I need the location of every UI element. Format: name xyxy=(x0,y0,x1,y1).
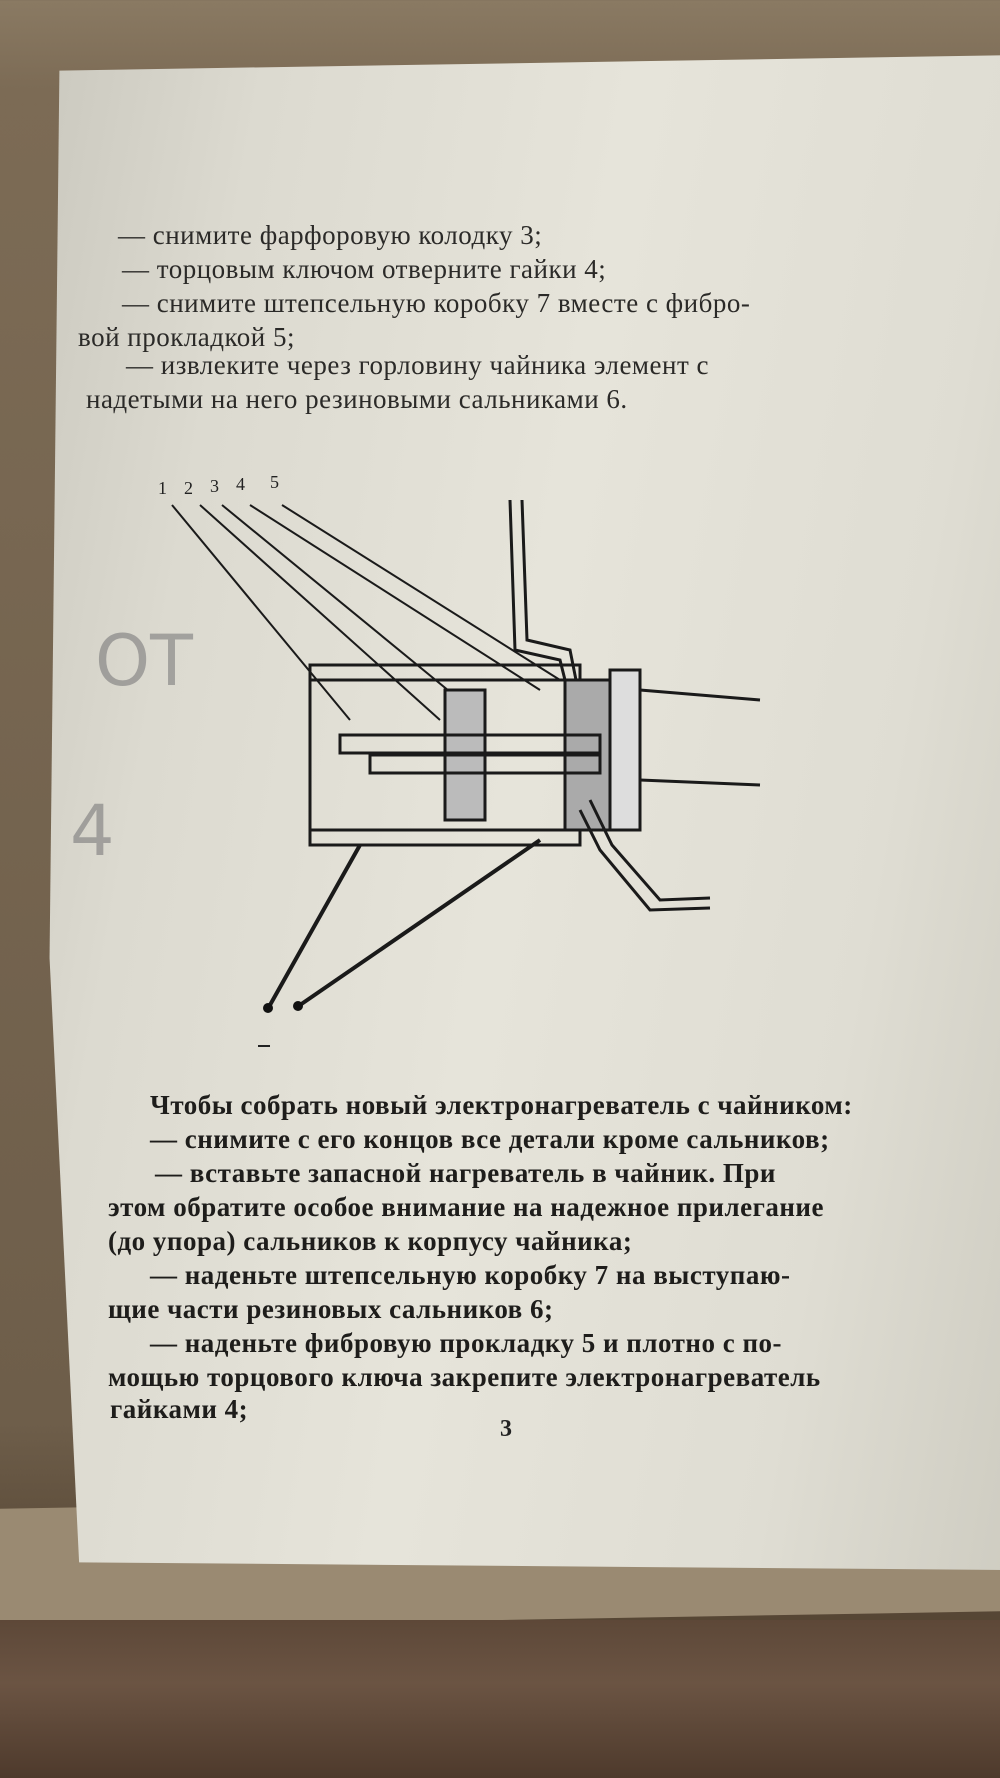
step-line: гайками 4; xyxy=(110,1394,249,1424)
step-line: мощью торцового ключа закрепите электрон… xyxy=(108,1362,821,1392)
handwritten-mark: 4 xyxy=(70,790,115,872)
heater-diagram: 1 2 3 4 5 xyxy=(158,472,761,1047)
step-line: вой прокладкой 5; xyxy=(78,322,295,352)
figure-label: 2 xyxy=(184,478,193,498)
step-line: — снимите штепсельную коробку 7 вместе с… xyxy=(122,288,751,318)
handwritten-mark: ОТ xyxy=(95,620,193,702)
step-line: надетыми на него резиновыми сальниками 6… xyxy=(86,384,628,414)
figure-label: 3 xyxy=(210,476,219,496)
step-line: этом обратите особое внимание на надежно… xyxy=(108,1192,824,1222)
paper-page xyxy=(49,55,1000,1570)
assembly-intro: Чтобы собрать новый электронагреватель с… xyxy=(150,1090,853,1120)
heater-body xyxy=(268,499,761,1007)
step-line: — снимите с его концов все детали кроме … xyxy=(150,1124,830,1154)
step-line: — наденьте штепсельную коробку 7 на выст… xyxy=(150,1260,791,1290)
figure-label: 4 xyxy=(236,474,245,494)
step-line: — извлеките через горловину чайника элем… xyxy=(126,350,709,380)
leader-lines xyxy=(171,504,561,721)
step-line: — торцовым ключом отверните гайки 4; xyxy=(122,254,607,284)
wooden-floor xyxy=(0,1620,1000,1778)
step-line: — вставьте запасной нагреватель в чайник… xyxy=(155,1158,776,1188)
step-line: — снимите фарфоровую колодку 3; xyxy=(118,220,543,250)
step-line: — наденьте фибровую прокладку 5 и плотно… xyxy=(150,1328,782,1358)
step-line: (до упора) сальников к корпусу чайника; xyxy=(108,1226,633,1256)
page-number: 3 xyxy=(500,1416,512,1442)
step-line: щие части резиновых сальников 6; xyxy=(108,1294,554,1324)
figure-label: 1 xyxy=(158,478,167,498)
figure-label: 5 xyxy=(270,472,279,492)
